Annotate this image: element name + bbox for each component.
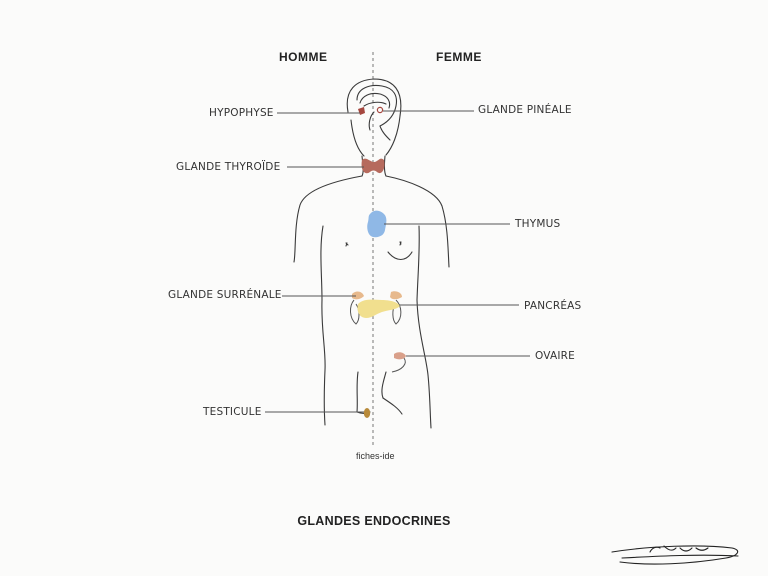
adrenal-gland-left	[352, 291, 364, 300]
glands	[350, 106, 406, 418]
label-testicule: TESTICULE	[203, 406, 262, 418]
label-pancreas: PANCRÉAS	[524, 300, 582, 312]
label-ovaire: OVAIRE	[535, 350, 576, 362]
label-pineale: GLANDE PINÉALE	[478, 104, 572, 116]
pituitary-gland	[358, 107, 365, 115]
uterine-tube	[391, 357, 406, 373]
signature-text: Léona	[667, 544, 699, 555]
thyroid-gland	[361, 158, 385, 174]
pineal-gland	[376, 106, 384, 114]
kidney-left	[350, 299, 360, 325]
adrenal-gland-right	[390, 291, 402, 300]
thymus-gland	[367, 210, 387, 238]
body-outline	[293, 78, 450, 429]
header-homme: HOMME	[279, 50, 328, 64]
testicle	[363, 408, 371, 418]
label-thyroide: GLANDE THYROÏDE	[176, 161, 281, 173]
ovary	[394, 352, 406, 360]
kidney-right	[392, 299, 402, 325]
label-thymus: THYMUS	[515, 218, 561, 230]
diagram-title: GLANDES ENDOCRINES	[297, 514, 451, 528]
label-surrenale: GLANDE SURRÉNALE	[168, 289, 282, 301]
credit-text: fiches-ide	[356, 451, 395, 461]
pancreas	[357, 299, 400, 318]
leader-lines	[265, 110, 530, 413]
header-femme: FEMME	[436, 50, 482, 64]
label-hypophyse: HYPOPHYSE	[209, 107, 274, 119]
signature	[611, 545, 739, 565]
